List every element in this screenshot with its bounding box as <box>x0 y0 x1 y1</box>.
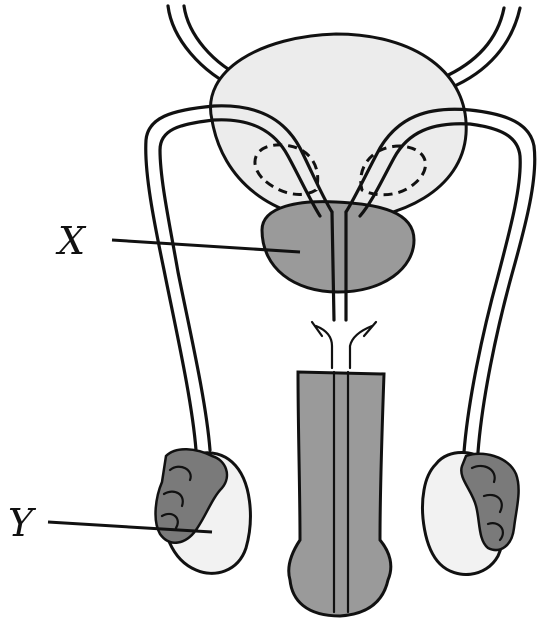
penis-shaft <box>289 372 391 616</box>
prostate-gland <box>262 202 414 292</box>
label-x: X <box>55 219 87 263</box>
label-y: Y <box>8 501 37 545</box>
testis-left <box>156 449 251 573</box>
testis-right <box>423 452 519 574</box>
